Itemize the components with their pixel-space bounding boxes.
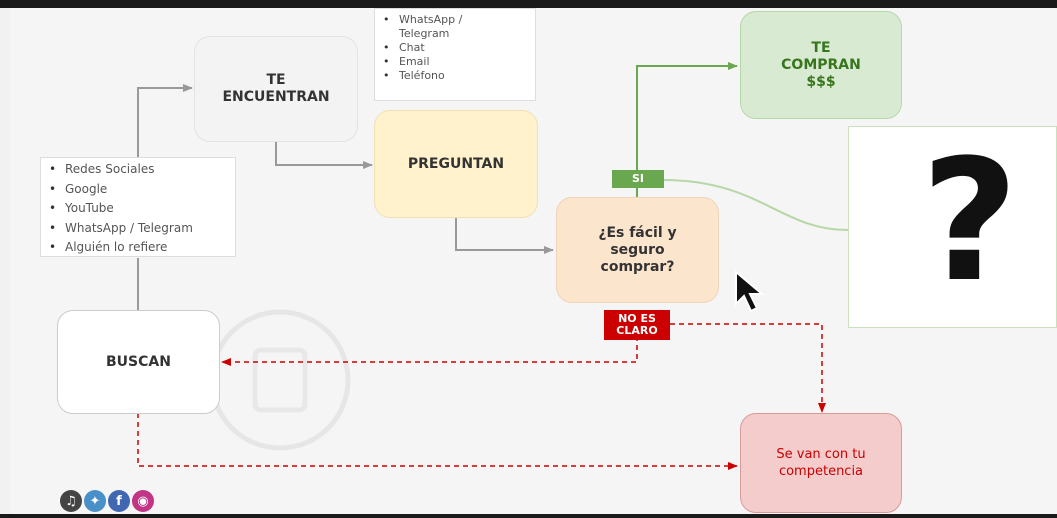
connector-si-question	[662, 179, 849, 231]
list-item: Redes Sociales	[41, 160, 235, 180]
connector-preguntan-esfacil	[455, 218, 554, 254]
top-letterbox	[0, 0, 1057, 8]
si-label: SI	[612, 170, 664, 188]
list-item: YouTube	[41, 199, 235, 219]
te-compran-node: TE COMPRAN $$$	[740, 11, 902, 119]
connector-list-te-encuentran	[137, 84, 193, 157]
list-item: Google	[41, 180, 235, 200]
twitter-icon[interactable]: ✦	[84, 490, 106, 512]
bottom-letterbox	[0, 514, 1057, 518]
question-panel: ?	[848, 123, 1057, 328]
preguntan-node: PREGUNTAN	[374, 110, 538, 218]
search-sources-list: Redes SocialesGoogleYouTubeWhatsApp / Te…	[40, 157, 236, 257]
connector-noclaro-buscan	[221, 327, 638, 366]
tiktok-icon[interactable]: ♫	[60, 490, 82, 512]
cursor-icon	[735, 270, 765, 313]
no-es-claro-label: NO ES CLARO	[604, 310, 670, 340]
search-sources-items: Redes SocialesGoogleYouTubeWhatsApp / Te…	[41, 160, 235, 258]
list-item: Email	[375, 55, 535, 69]
facebook-icon[interactable]: f	[108, 490, 130, 512]
buscan-node: BUSCAN	[57, 310, 220, 414]
question-mark: ?	[921, 123, 1019, 319]
list-item: WhatsApp / Telegram	[375, 13, 535, 41]
list-item: Chat	[375, 41, 535, 55]
list-item: Alguién lo refiere	[41, 238, 235, 258]
connector-esfacil-tecompran	[636, 62, 738, 197]
instagram-icon[interactable]: ◉	[132, 490, 154, 512]
channels-list: WhatsApp / TelegramChatEmailTeléfono	[374, 8, 536, 101]
channels-list-items: WhatsApp / TelegramChatEmailTeléfono	[375, 13, 535, 83]
connector-noclaro-competencia	[670, 323, 826, 413]
connector-encuentran-preguntan	[275, 142, 373, 169]
list-item: Teléfono	[375, 69, 535, 83]
list-item: WhatsApp / Telegram	[41, 219, 235, 239]
connector-buscan-competencia	[137, 413, 738, 470]
te-encuentran-node: TE ENCUENTRAN	[194, 36, 358, 142]
se-van-competencia-node: Se van con tu competencia	[740, 413, 902, 513]
es-facil-node: ¿Es fácil y seguro comprar?	[556, 197, 719, 303]
